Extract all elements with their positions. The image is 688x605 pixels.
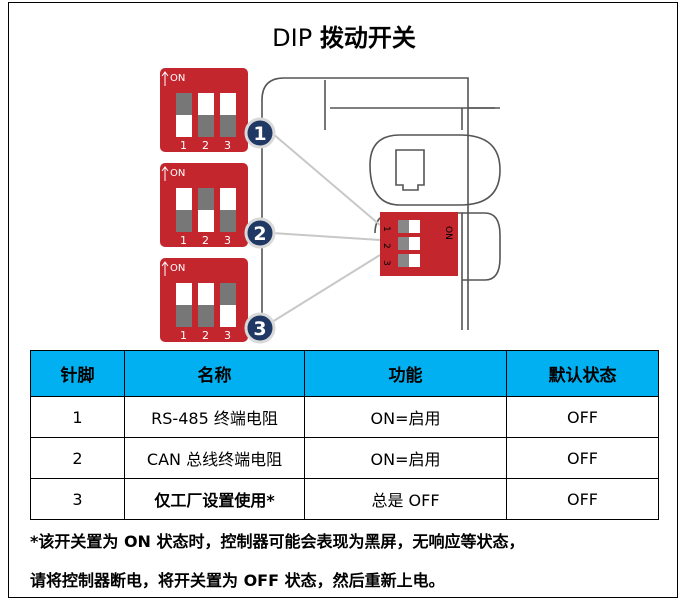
cell-pin: 1 xyxy=(30,396,125,438)
device-housing xyxy=(261,77,501,330)
on-arrow-icon xyxy=(161,166,169,181)
cell-function: ON=启用 xyxy=(304,437,507,479)
switch-on-label: ON xyxy=(170,168,185,179)
cell-pin: 2 xyxy=(30,437,125,479)
switch-pin-label: 3 xyxy=(224,139,231,152)
switch-pin-label: 1 xyxy=(180,139,187,152)
dip-switch-3: ON 1 2 3 3 xyxy=(160,258,276,344)
cell-function: ON=启用 xyxy=(304,396,507,438)
header-name: 名称 xyxy=(124,350,305,397)
switch-toggle xyxy=(198,115,214,137)
cell-default: OFF xyxy=(506,396,659,438)
document-frame xyxy=(8,2,678,598)
device-dip-switch: 1 2 3 ON xyxy=(380,212,458,276)
table-header-row: 针脚 名称 功能 默认状态 xyxy=(30,350,659,397)
switch-toggle xyxy=(176,93,192,115)
cell-name: CAN 总线终端电阻 xyxy=(124,437,305,479)
switch-toggle xyxy=(176,210,192,232)
switch-toggle xyxy=(220,283,236,305)
number-badge-label: 2 xyxy=(253,223,266,245)
number-badge xyxy=(244,312,276,344)
switch-pin-label: 1 xyxy=(180,234,187,247)
switch-pin-label: 2 xyxy=(202,139,209,152)
switch-toggle xyxy=(198,305,214,327)
switch-toggle xyxy=(198,188,214,210)
cell-name: RS-485 终端电阻 xyxy=(124,396,305,438)
cell-default: OFF xyxy=(506,437,659,479)
number-badge xyxy=(244,117,276,149)
switch-toggle xyxy=(176,305,192,327)
cell-default: OFF xyxy=(506,478,659,520)
device-pin-label: 3 xyxy=(381,260,391,266)
switch-pin-label: 2 xyxy=(202,329,209,342)
table-row: 2 CAN 总线终端电阻 ON=启用 OFF xyxy=(30,437,659,479)
switch-pin-label: 3 xyxy=(224,329,231,342)
connector-lines xyxy=(271,132,381,323)
dip-switch-2: ON 1 2 3 2 xyxy=(160,163,276,249)
number-badge-label: 1 xyxy=(253,123,266,145)
cell-pin: 3 xyxy=(30,478,125,520)
cell-function: 总是 OFF xyxy=(304,478,507,520)
switch-toggle xyxy=(220,210,236,232)
switch-toggle xyxy=(220,115,236,137)
table-row: 1 RS-485 终端电阻 ON=启用 OFF xyxy=(30,396,659,438)
device-pin-label: 2 xyxy=(381,243,391,249)
footnote-line-2: 请将控制器断电，将开关置为 OFF 状态，然后重新上电。 xyxy=(30,571,445,590)
dip-switch-1: ON 1 2 3 1 xyxy=(160,68,276,152)
device-pin-label: 1 xyxy=(381,226,391,232)
on-arrow-icon xyxy=(161,71,169,86)
number-badge-label: 3 xyxy=(253,318,266,340)
device-on-label: ON xyxy=(443,226,453,240)
pin-spec-table: 针脚 名称 功能 默认状态 1 RS-485 终端电阻 ON=启用 OFF 2 … xyxy=(30,350,659,520)
header-pin: 针脚 xyxy=(30,350,125,397)
page-title: DIP 拨动开关 xyxy=(272,24,416,52)
switch-on-label: ON xyxy=(170,263,185,274)
switch-pin-label: 1 xyxy=(180,329,187,342)
header-default-state: 默认状态 xyxy=(506,350,659,397)
on-arrow-icon xyxy=(161,261,169,276)
cell-name: 仅工厂设置使用* xyxy=(124,478,305,520)
number-badge xyxy=(244,217,276,249)
switch-on-label: ON xyxy=(170,73,185,84)
switch-pin-label: 2 xyxy=(202,234,209,247)
header-function: 功能 xyxy=(304,350,507,397)
footnote-line-1: *该开关置为 ON 状态时，控制器可能会表现为黑屏，无响应等状态， xyxy=(30,532,525,551)
table-row: 3 仅工厂设置使用* 总是 OFF OFF xyxy=(30,478,659,520)
switch-pin-label: 3 xyxy=(224,234,231,247)
